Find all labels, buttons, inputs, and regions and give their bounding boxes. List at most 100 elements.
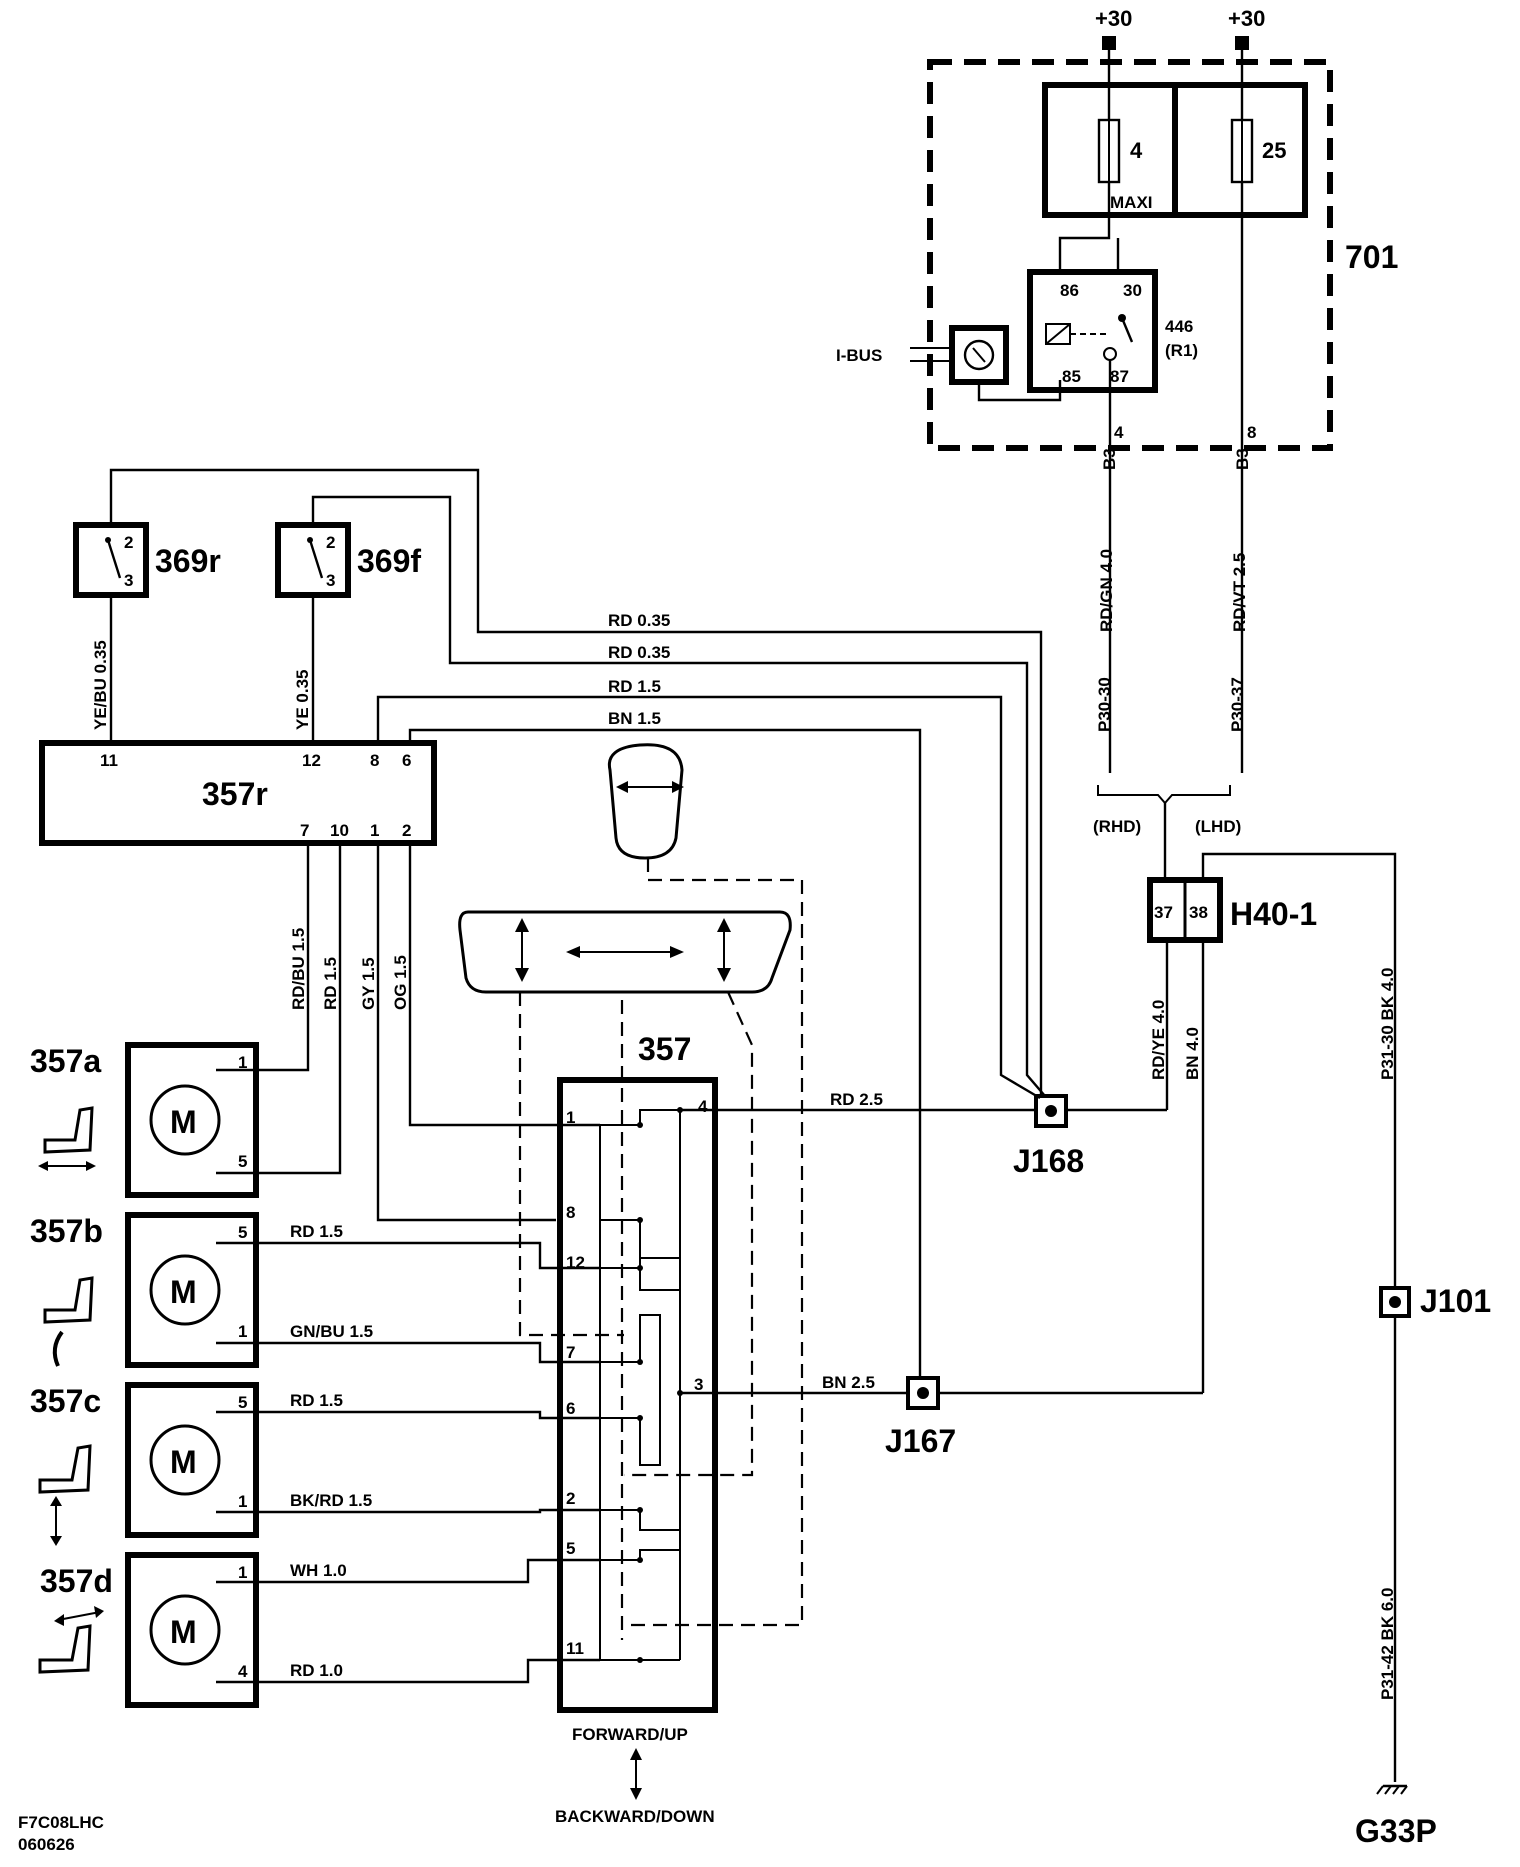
motor-c-wire-bottom: BK/RD 1.5 <box>290 1491 372 1510</box>
s357-pin-6: 6 <box>566 1399 575 1418</box>
s357-pin-5: 5 <box>566 1539 575 1558</box>
fuse-4: 4 MAXI <box>1097 118 1153 215</box>
motor-a-pin-bottom: 5 <box>238 1152 247 1171</box>
motor-c-pin-bottom: 1 <box>238 1492 247 1511</box>
j167-label: J167 <box>885 1423 956 1459</box>
supply-right-label: +30 <box>1228 6 1265 31</box>
wire-p3030-label: P30-30 <box>1095 677 1114 732</box>
h40-pin-38: 38 <box>1189 903 1208 922</box>
seat-pictograms <box>38 1106 104 1674</box>
motor-d-pin-bottom: 4 <box>238 1662 248 1681</box>
s357-pin-8: 8 <box>566 1203 575 1222</box>
module-357r: 11 12 8 6 357r 7 10 1 2 <box>39 740 437 846</box>
s357-pin-11: 11 <box>566 1639 584 1658</box>
fusebox-out-b-conn: B3 <box>1233 448 1252 470</box>
motor-b-symbol: M <box>170 1274 197 1310</box>
fusebox-out-a-pin: 4 <box>1114 423 1124 442</box>
fuse-a-label: 4 <box>1130 138 1143 163</box>
motor-a-pin-top: 1 <box>238 1053 247 1072</box>
s369r-pin2: 2 <box>124 533 133 552</box>
switch-357: 357 1 4 8 12 7 3 6 2 5 11 FORWARD/UP <box>555 1031 1036 1826</box>
wire-rdye-label: RD/YE 4.0 <box>1149 1000 1168 1080</box>
backward-label: BACKWARD/DOWN <box>555 1807 715 1826</box>
motor-b-id: 357b <box>30 1213 103 1249</box>
m357r-top-pin-11: 11 <box>100 751 118 770</box>
relay-pin-86: 86 <box>1060 281 1079 300</box>
lhd-label: (LHD) <box>1195 817 1241 836</box>
harness-w3: RD 1.5 <box>608 677 661 696</box>
m357r-top-pin-8: 8 <box>370 751 379 770</box>
ibus-connector: I-BUS <box>836 325 1062 402</box>
module-357r-outputs: RD/BU 1.5 RD 1.5 GY 1.5 OG 1.5 <box>216 843 600 1222</box>
motor-c-wire-top: RD 1.5 <box>290 1391 343 1410</box>
fusebox-id: 701 <box>1345 239 1398 275</box>
fuse-b-label: 25 <box>1262 138 1286 163</box>
m357r-out-w3: GY 1.5 <box>359 957 378 1010</box>
relay-ref: (R1) <box>1165 341 1198 360</box>
splice-j168: J168 <box>1013 1094 1167 1179</box>
footer-code: F7C08LHC <box>18 1813 104 1832</box>
s357-pin-2: 2 <box>566 1489 575 1508</box>
motor-c-pin-top: 5 <box>238 1393 247 1412</box>
motor-b-wire-bottom: GN/BU 1.5 <box>290 1322 373 1341</box>
fusebox-701: 701 <box>927 59 1398 451</box>
motor-357d: M 1 4 357d WH 1.0 RD 1.0 <box>40 1552 600 1708</box>
motor-d-wire-bottom: RD 1.0 <box>290 1661 343 1680</box>
s369r-wire: YE/BU 0.35 <box>91 640 110 730</box>
m357r-bottom-pin-7: 7 <box>300 821 309 840</box>
m357r-bottom-pin-2: 2 <box>402 821 411 840</box>
switch-369r: 2 3 369r YE/BU 0.35 <box>73 522 221 743</box>
harness-w1: RD 0.35 <box>608 611 670 630</box>
wire-bn40-label: BN 4.0 <box>1183 1027 1202 1080</box>
j168-wire-label: RD 2.5 <box>830 1090 883 1109</box>
h40-pin-37: 37 <box>1154 903 1173 922</box>
s369r-id: 369r <box>155 543 221 579</box>
fuse-a-type: MAXI <box>1110 193 1153 212</box>
rhd-lhd-bracket: (RHD) (LHD) <box>1093 785 1241 880</box>
relay-pin-30: 30 <box>1123 281 1142 300</box>
supply-left-label: +30 <box>1095 6 1132 31</box>
m357r-out-w4: OG 1.5 <box>391 955 410 1010</box>
motor-b-pin-top: 5 <box>238 1223 247 1242</box>
motor-357b: M 5 1 357b RD 1.5 GN/BU 1.5 <box>30 1212 600 1368</box>
j168-label: J168 <box>1013 1143 1084 1179</box>
motor-d-wire-top: WH 1.0 <box>290 1561 347 1580</box>
s369r-pin3: 3 <box>124 571 133 590</box>
s369f-wire: YE 0.35 <box>293 670 312 731</box>
m357r-out-w1: RD/BU 1.5 <box>289 928 308 1010</box>
connector-h40-1: 37 38 H40-1 RD/YE 4.0 BN 4.0 <box>1147 852 1397 1393</box>
m357r-bottom-pin-10: 10 <box>330 821 349 840</box>
s369f-pin2: 2 <box>326 533 335 552</box>
supply-terminals: +30 +30 <box>1095 6 1265 120</box>
m357r-id: 357r <box>202 776 268 812</box>
fuse-25: 25 <box>1230 118 1286 460</box>
footer-date: 060626 <box>18 1835 75 1854</box>
fusebox-out-b-pin: 8 <box>1247 423 1256 442</box>
s357-pin-3: 3 <box>694 1375 703 1394</box>
forward-label: FORWARD/UP <box>572 1725 688 1744</box>
harness-w4: BN 1.5 <box>608 709 661 728</box>
j167-wire-label: BN 2.5 <box>822 1373 875 1392</box>
ibus-label: I-BUS <box>836 346 882 365</box>
ground-g33p-label: G33P <box>1355 1813 1437 1849</box>
motor-357c: M 5 1 357c RD 1.5 BK/RD 1.5 <box>30 1382 600 1538</box>
motor-b-wire-top: RD 1.5 <box>290 1222 343 1241</box>
m357r-out-w2: RD 1.5 <box>321 957 340 1010</box>
fusebox-out-a-conn: B3 <box>1100 448 1119 470</box>
relay-id: 446 <box>1165 317 1193 336</box>
ground-wire-upper: P31-30 BK 4.0 <box>1378 968 1397 1080</box>
s357-pin-4: 4 <box>698 1097 708 1116</box>
motor-a-symbol: M <box>170 1104 197 1140</box>
relay-446: 86 30 85 87 446 (R1) <box>1027 215 1198 460</box>
harness-w2: RD 0.35 <box>608 643 670 662</box>
switch-369f: 2 3 369f YE 0.35 <box>275 522 421 743</box>
m357r-bottom-pin-1: 1 <box>370 821 379 840</box>
splice-j167: J167 <box>885 1376 1203 1459</box>
j101-label: J101 <box>1420 1283 1491 1319</box>
seat-control-knobs <box>458 743 804 1640</box>
s369f-pin3: 3 <box>326 571 335 590</box>
s357-pin-1: 1 <box>566 1108 575 1127</box>
motor-b-pin-bottom: 1 <box>238 1322 247 1341</box>
harness-wires: RD 0.35 RD 0.35 RD 1.5 BN 1.5 <box>109 468 1046 1378</box>
